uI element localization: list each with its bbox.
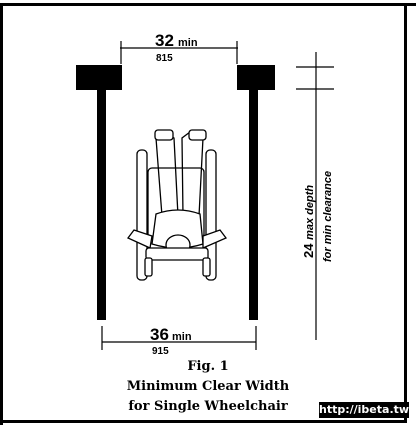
bottom-dimension-line bbox=[101, 326, 257, 350]
wheelchair-figure bbox=[126, 129, 228, 281]
depth-label: max depth bbox=[304, 184, 316, 240]
depth-dimension-line bbox=[296, 52, 334, 340]
left-wheel bbox=[136, 149, 148, 281]
right-handle bbox=[202, 257, 211, 277]
frame-left-border bbox=[0, 3, 3, 425]
top-dimension-unit: min bbox=[178, 37, 198, 49]
right-wheel bbox=[205, 149, 217, 281]
figure-number: Fig. 1 bbox=[187, 359, 229, 374]
bottom-dimension-value: 36 bbox=[150, 325, 169, 344]
depth-dimension-value: 24 max depth bbox=[301, 185, 316, 258]
right-foot bbox=[188, 129, 207, 141]
top-dimension-metric: 815 bbox=[156, 53, 173, 64]
left-wall-head bbox=[76, 65, 122, 90]
watermark-badge: http://ibeta.tw bbox=[319, 402, 410, 418]
left-foot bbox=[154, 129, 174, 141]
right-arm bbox=[202, 229, 228, 249]
caption-line-2: for Single Wheelchair bbox=[128, 399, 288, 414]
right-wall-head bbox=[237, 65, 275, 90]
top-dimension-value: 32 bbox=[155, 31, 174, 50]
left-wall-jamb bbox=[97, 88, 106, 320]
caption-line-1: Minimum Clear Width bbox=[126, 379, 290, 394]
left-handle bbox=[144, 257, 153, 277]
bottom-dimension-metric: 915 bbox=[152, 346, 169, 357]
frame-top-border bbox=[0, 3, 416, 6]
left-leg bbox=[155, 131, 179, 217]
frame-right-border bbox=[404, 3, 407, 423]
left-arm bbox=[126, 229, 153, 249]
top-dimension-line bbox=[120, 41, 238, 64]
bottom-dimension-unit: min bbox=[172, 331, 192, 343]
right-wall-jamb bbox=[249, 88, 258, 320]
frame-bottom-border bbox=[0, 420, 407, 423]
depth-value: 24 bbox=[301, 243, 316, 258]
right-leg bbox=[181, 131, 204, 217]
backrest bbox=[145, 247, 209, 261]
depth-dimension-note: for min clearance bbox=[322, 170, 334, 262]
